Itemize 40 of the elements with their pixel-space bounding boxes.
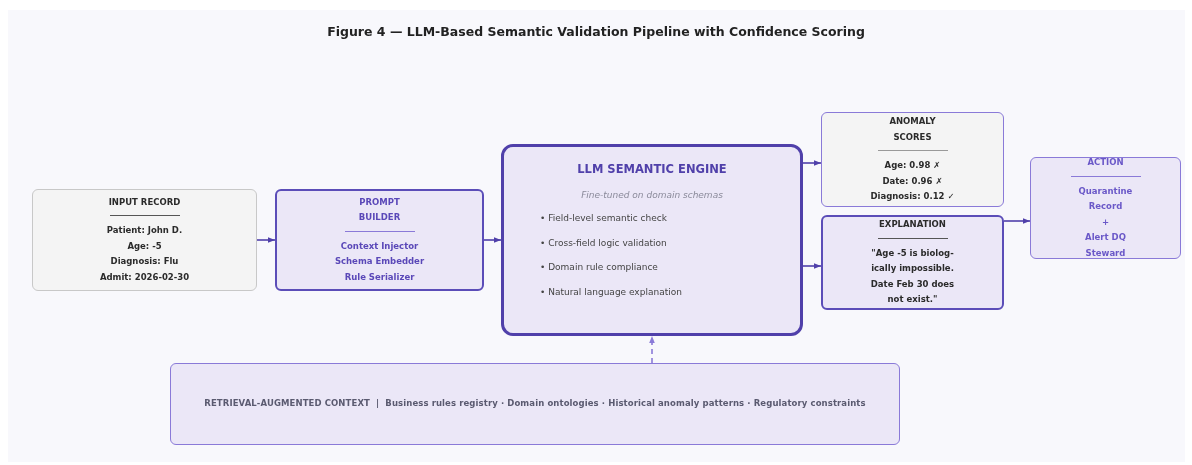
engine-box: [501, 144, 803, 336]
box-text: Alert DQ Steward: [1084, 231, 1127, 260]
box-heading: PROMPT BUILDER: [357, 195, 402, 225]
box-text: Age: -5: [126, 239, 163, 253]
box-text: Patient: John D.: [105, 224, 184, 238]
bullet-item: • Natural language explanation: [540, 285, 683, 299]
bullet-item: • Field-level semantic check: [540, 212, 668, 225]
box-text: +: [1100, 215, 1111, 229]
box-heading: LLM SEMANTIC ENGINE: [577, 162, 727, 176]
box-heading: INPUT RECORD: [107, 195, 182, 209]
box-text: Context Injector: [339, 239, 420, 253]
figure-title: Figure 4 — LLM-Based Semantic Validation Pipeline with Confidence Scoring: [326, 24, 866, 39]
box-text: Age: 0.98 ✗: [883, 159, 942, 173]
arrow: [649, 335, 655, 364]
arrow: [1003, 218, 1031, 224]
box-text: "Age -5 is biolog- ically impossible. Date Feb 30 does not exist.": [869, 246, 956, 307]
process-box: [821, 112, 1004, 207]
arrow: [802, 263, 822, 269]
box-text: Schema Embedder: [333, 255, 426, 269]
subtitle: Fine-tuned on domain schemas: [581, 190, 723, 200]
box-text: Date: 0.96 ✗: [881, 174, 944, 188]
box-heading: ANOMALY SCORES: [888, 115, 937, 144]
box-heading: EXPLANATION: [878, 218, 947, 232]
arrow: [802, 160, 822, 166]
process-box: [275, 189, 484, 291]
bullet-item: • Cross-field logic validation: [540, 236, 668, 250]
bullet-item: • Domain rule compliance: [540, 261, 659, 274]
box-text: Diagnosis: 0.12 ✓: [869, 190, 956, 204]
arrow: [256, 237, 276, 243]
context-text: RETRIEVAL-AUGMENTED CONTEXT | Business rules registry · Domain ontologies · Historical anomaly patterns · Regulatory constraints: [203, 397, 867, 411]
process-box: [32, 189, 257, 291]
context-band: [170, 363, 900, 445]
arrow: [483, 237, 502, 243]
box-heading: ACTION: [1086, 156, 1125, 169]
box-text: Admit: 2026-02-30: [98, 270, 191, 284]
box-text: Diagnosis: Flu: [109, 255, 180, 269]
box-text: Rule Serializer: [343, 270, 416, 284]
process-box: [1030, 157, 1181, 259]
process-box: [821, 215, 1004, 310]
box-text: Quarantine Record: [1077, 184, 1134, 213]
